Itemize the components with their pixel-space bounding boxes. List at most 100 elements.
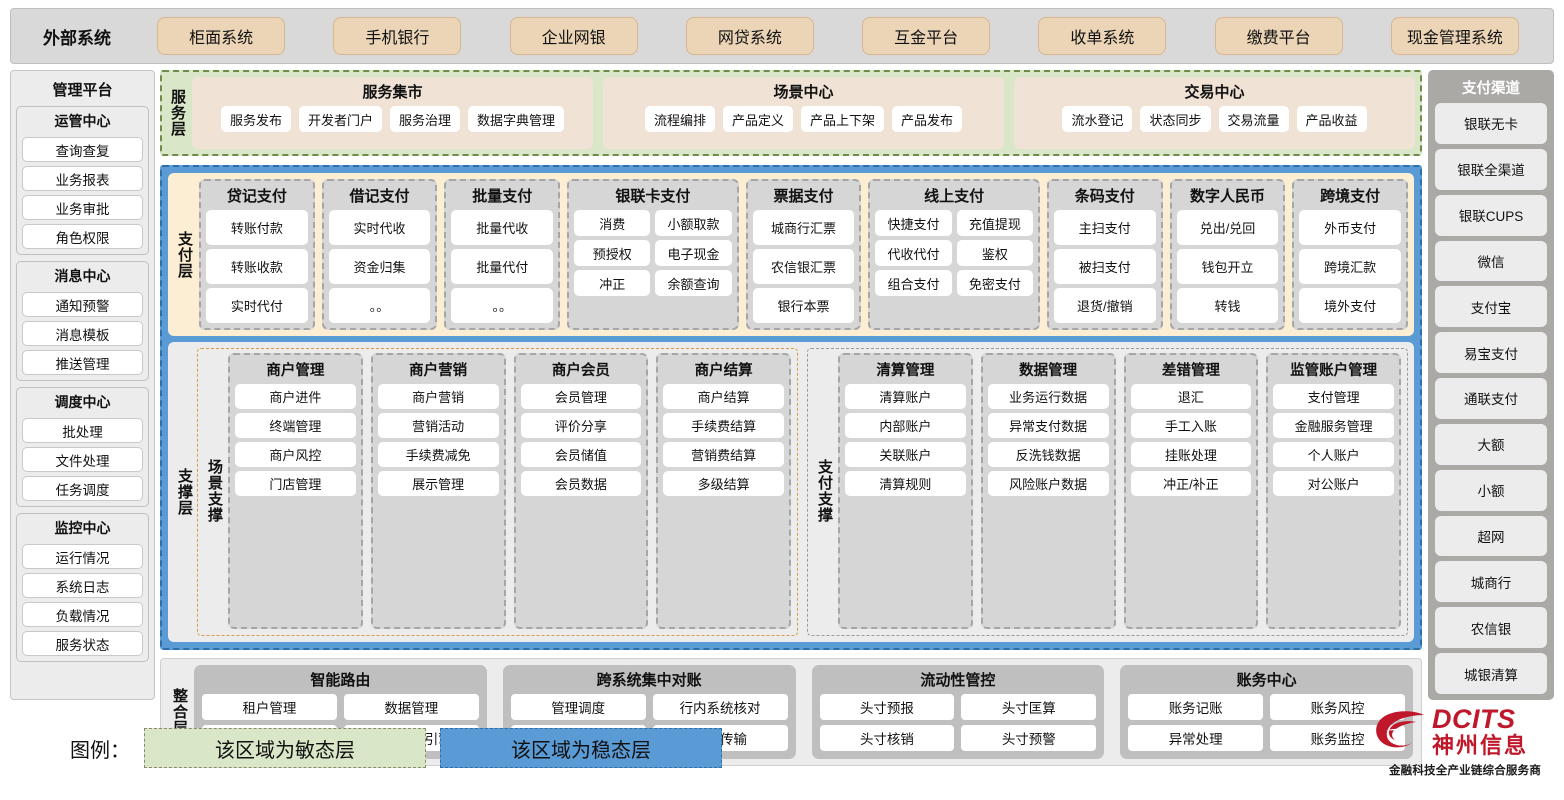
- payment-item[interactable]: 预授权: [574, 240, 651, 266]
- support-item[interactable]: 反洗钱数据: [987, 442, 1109, 467]
- payment-item[interactable]: 实时代付: [206, 288, 308, 323]
- support-item[interactable]: 清算规则: [845, 471, 966, 496]
- payment-item[interactable]: 批量代收: [451, 210, 554, 245]
- payment-channel-item[interactable]: 易宝支付: [1435, 332, 1547, 374]
- payment-item[interactable]: 。。: [451, 288, 554, 323]
- payment-channel-item[interactable]: 农信银: [1435, 607, 1547, 649]
- support-item[interactable]: 会员数据: [520, 471, 642, 496]
- payment-channel-item[interactable]: 微信: [1435, 240, 1547, 282]
- external-system-chip[interactable]: 网贷系统: [685, 17, 814, 55]
- integration-item[interactable]: 账务风控: [1270, 694, 1405, 720]
- payment-channel-item[interactable]: 通联支付: [1435, 378, 1547, 419]
- support-item[interactable]: 手续费减免: [377, 442, 499, 467]
- support-item[interactable]: 会员储值: [520, 442, 642, 467]
- integration-item[interactable]: 租户管理: [202, 694, 337, 720]
- support-item[interactable]: 内部账户: [845, 413, 966, 438]
- support-item[interactable]: 冲正/补正: [1130, 471, 1252, 496]
- payment-channel-item[interactable]: 超网: [1435, 515, 1547, 557]
- payment-item[interactable]: 代收代付: [875, 240, 952, 266]
- payment-item[interactable]: 钱包开立: [1176, 249, 1279, 284]
- payment-item[interactable]: 消费: [574, 210, 651, 236]
- support-item[interactable]: 展示管理: [377, 471, 499, 496]
- management-item[interactable]: 业务报表: [22, 166, 143, 191]
- payment-item[interactable]: 城商行汇票: [752, 210, 855, 245]
- integration-item[interactable]: 头寸预警: [961, 725, 1097, 751]
- external-system-chip[interactable]: 现金管理系统: [1390, 17, 1519, 55]
- service-chip[interactable]: 流程编排: [644, 106, 715, 132]
- payment-channel-item[interactable]: 银联无卡: [1435, 103, 1547, 144]
- service-chip[interactable]: 开发者门户: [298, 106, 382, 132]
- management-item[interactable]: 通知预警: [22, 292, 143, 317]
- management-item[interactable]: 业务审批: [22, 195, 143, 220]
- external-system-chip[interactable]: 企业网银: [509, 17, 638, 55]
- payment-item[interactable]: 退货/撤销: [1053, 288, 1156, 323]
- service-chip[interactable]: 交易流量: [1218, 106, 1289, 132]
- support-item[interactable]: 营销活动: [377, 413, 499, 438]
- support-item[interactable]: 退汇: [1130, 384, 1252, 409]
- payment-item[interactable]: 外币支付: [1299, 210, 1402, 245]
- support-item[interactable]: 商户风控: [235, 442, 356, 467]
- payment-item[interactable]: 境外支付: [1299, 288, 1402, 323]
- payment-item[interactable]: 兑出/兑回: [1176, 210, 1279, 245]
- support-item[interactable]: 商户营销: [377, 384, 499, 409]
- service-chip[interactable]: 产品发布: [892, 106, 963, 132]
- support-item[interactable]: 挂账处理: [1130, 442, 1252, 467]
- payment-item[interactable]: 快捷支付: [875, 210, 952, 236]
- integration-item[interactable]: 账务记账: [1128, 694, 1264, 720]
- service-chip[interactable]: 状态同步: [1140, 106, 1211, 132]
- support-item[interactable]: 商户结算: [663, 384, 784, 409]
- integration-item[interactable]: 头寸核销: [819, 725, 955, 751]
- support-item[interactable]: 金融服务管理: [1273, 413, 1394, 438]
- payment-item[interactable]: 充值提现: [956, 210, 1033, 236]
- management-item[interactable]: 负载情况: [22, 602, 143, 627]
- support-item[interactable]: 手工入账: [1130, 413, 1252, 438]
- payment-channel-item[interactable]: 支付宝: [1435, 286, 1547, 328]
- payment-item[interactable]: 。。: [328, 288, 431, 323]
- payment-item[interactable]: 实时代收: [328, 210, 431, 245]
- service-chip[interactable]: 产品上下架: [801, 106, 885, 132]
- payment-item[interactable]: 农信银汇票: [752, 249, 855, 284]
- external-system-chip[interactable]: 柜面系统: [157, 17, 286, 55]
- support-item[interactable]: 关联账户: [845, 442, 966, 467]
- service-chip[interactable]: 数据字典管理: [468, 106, 565, 132]
- service-chip[interactable]: 服务治理: [390, 106, 461, 132]
- payment-channel-item[interactable]: 银联全渠道: [1435, 148, 1547, 190]
- management-item[interactable]: 系统日志: [22, 573, 143, 598]
- support-item[interactable]: 对公账户: [1273, 471, 1394, 496]
- management-item[interactable]: 任务调度: [22, 476, 143, 501]
- management-item[interactable]: 消息模板: [22, 321, 143, 346]
- payment-item[interactable]: 冲正: [574, 270, 651, 296]
- management-item[interactable]: 运行情况: [22, 544, 143, 569]
- payment-item[interactable]: 转钱: [1176, 288, 1279, 323]
- management-item[interactable]: 角色权限: [22, 224, 143, 249]
- support-item[interactable]: 手续费结算: [663, 413, 784, 438]
- support-item[interactable]: 评价分享: [520, 413, 642, 438]
- service-chip[interactable]: 服务发布: [220, 106, 291, 132]
- management-item[interactable]: 推送管理: [22, 350, 143, 375]
- payment-item[interactable]: 免密支付: [956, 270, 1033, 296]
- management-item[interactable]: 文件处理: [22, 447, 143, 472]
- payment-item[interactable]: 跨境汇款: [1299, 249, 1402, 284]
- support-item[interactable]: 商户进件: [235, 384, 356, 409]
- service-chip[interactable]: 产品定义: [722, 106, 793, 132]
- support-item[interactable]: 业务运行数据: [987, 384, 1109, 409]
- support-item[interactable]: 异常支付数据: [987, 413, 1109, 438]
- support-item[interactable]: 支付管理: [1273, 384, 1394, 409]
- support-item[interactable]: 个人账户: [1273, 442, 1394, 467]
- support-item[interactable]: 会员管理: [520, 384, 642, 409]
- payment-item[interactable]: 资金归集: [328, 249, 431, 284]
- support-item[interactable]: 清算账户: [845, 384, 966, 409]
- management-item[interactable]: 批处理: [22, 418, 143, 443]
- integration-item[interactable]: 头寸匡算: [961, 694, 1097, 720]
- support-item[interactable]: 终端管理: [235, 413, 356, 438]
- external-system-chip[interactable]: 手机银行: [333, 17, 462, 55]
- payment-item[interactable]: 批量代付: [451, 249, 554, 284]
- payment-item[interactable]: 组合支付: [875, 270, 952, 296]
- service-chip[interactable]: 产品收益: [1296, 106, 1367, 132]
- integration-item[interactable]: 数据管理: [343, 694, 479, 720]
- support-item[interactable]: 营销费结算: [663, 442, 784, 467]
- payment-item[interactable]: 转账付款: [206, 210, 308, 245]
- payment-channel-item[interactable]: 小额: [1435, 469, 1547, 511]
- support-item[interactable]: 多级结算: [663, 471, 784, 496]
- support-item[interactable]: 门店管理: [235, 471, 356, 496]
